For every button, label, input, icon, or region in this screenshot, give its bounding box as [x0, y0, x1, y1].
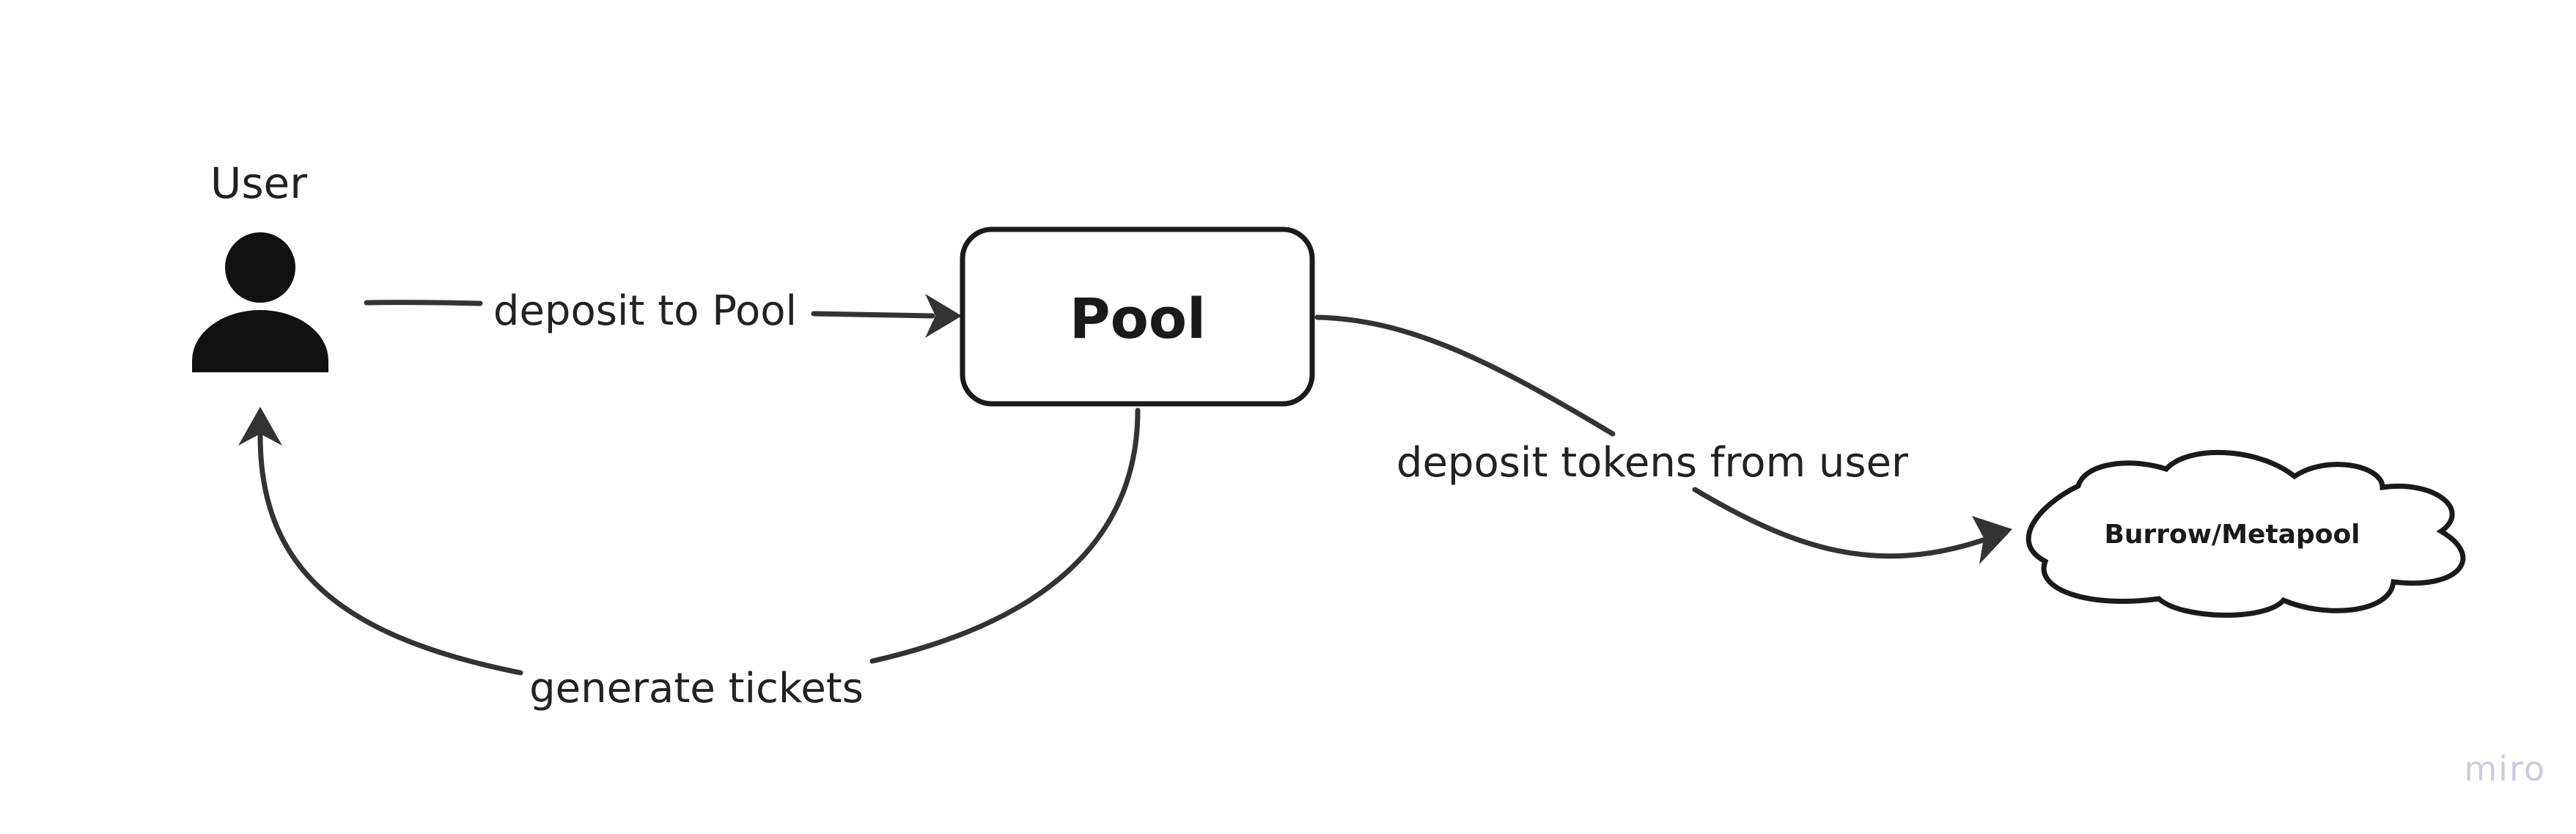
miro-watermark: miro: [2464, 749, 2546, 789]
pool-node[interactable]: Pool: [960, 226, 1315, 407]
edge-deposit-tokens[interactable]: deposit tokens from user: [1314, 314, 2012, 564]
user-node[interactable]: User: [192, 158, 328, 372]
edge-label-deposit-tokens: deposit tokens from user: [1396, 439, 1909, 487]
burrow-metapool-node[interactable]: Burrow/Metapool: [2025, 449, 2466, 618]
edge-label-deposit-to-pool: deposit to Pool: [493, 287, 797, 335]
edge-line-pool-to-cloud-top: [1314, 314, 1616, 437]
edge-generate-tickets[interactable]: generate tickets: [238, 407, 1141, 712]
edge-deposit-to-pool[interactable]: deposit to Pool: [364, 287, 962, 338]
edge-line-pool-to-cloud-bottom: [1692, 487, 1986, 559]
pool-box: [960, 226, 1315, 407]
arrowhead-to-pool: [925, 294, 962, 338]
user-icon: [192, 232, 328, 372]
cloud-icon: [2025, 449, 2466, 618]
edge-label-generate-tickets: generate tickets: [529, 665, 864, 712]
edge-line-user-to-pool-right: [811, 311, 935, 319]
cloud-label: Burrow/Metapool: [2104, 520, 2360, 550]
user-label: User: [210, 158, 307, 208]
pool-label: Pool: [1070, 286, 1206, 351]
edge-line-pool-to-user-left: [257, 433, 523, 676]
edge-line-pool-to-user-right: [869, 407, 1141, 664]
arrowhead-to-cloud: [1972, 516, 2012, 564]
arrowhead-to-user: [238, 407, 282, 446]
